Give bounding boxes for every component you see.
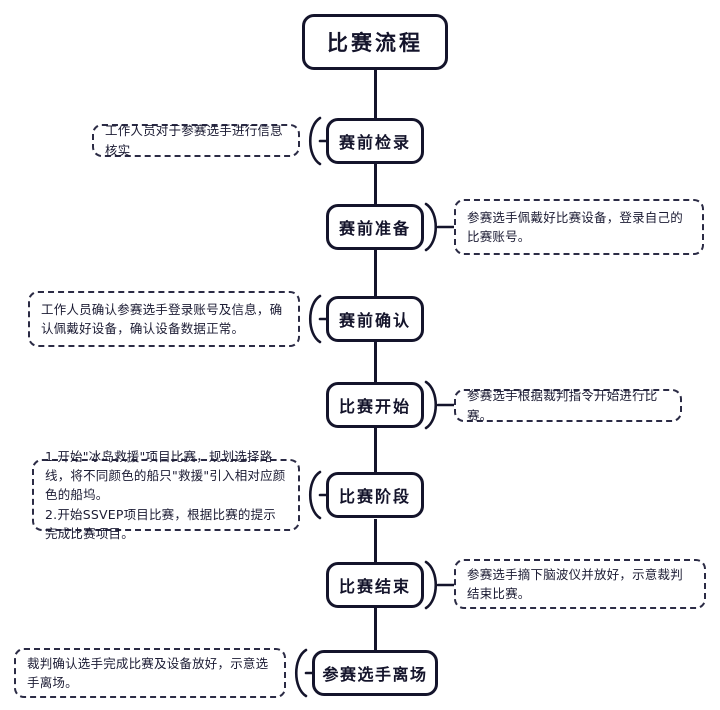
flow-node-leave-label: 参赛选手离场 bbox=[322, 665, 428, 684]
connector-title-to-pre-check bbox=[374, 68, 377, 120]
brace-right-pre-prep bbox=[424, 202, 456, 252]
note-pre-check-text: 工作人员对于参赛选手进行信息核实 bbox=[105, 123, 283, 158]
brace-left-leave bbox=[286, 648, 316, 698]
connector-race-start-to-race-phase bbox=[374, 427, 377, 475]
connector-race-end-to-leave bbox=[374, 607, 377, 651]
note-race-end: 参赛选手摘下脑波仪并放好，示意裁判结束比赛。 bbox=[454, 559, 706, 609]
note-pre-check: 工作人员对于参赛选手进行信息核实 bbox=[92, 123, 300, 158]
flow-node-leave[interactable]: 参赛选手离场 bbox=[312, 650, 438, 696]
note-pre-confirm-text: 工作人员确认参赛选手登录账号及信息，确认佩戴好设备，确认设备数据正常。 bbox=[41, 301, 283, 336]
brace-left-pre-confirm bbox=[300, 294, 330, 344]
note-race-end-text: 参赛选手摘下脑波仪并放好，示意裁判结束比赛。 bbox=[467, 566, 683, 601]
note-pre-confirm: 工作人员确认参赛选手登录账号及信息，确认佩戴好设备，确认设备数据正常。 bbox=[28, 291, 300, 347]
flow-title-node: 比赛流程 bbox=[302, 14, 448, 70]
connector-pre-prep-to-pre-confirm bbox=[374, 249, 377, 301]
brace-right-race-start bbox=[424, 380, 456, 430]
brace-left-race-phase bbox=[300, 470, 330, 520]
flow-node-pre-confirm-label: 赛前确认 bbox=[338, 311, 411, 330]
note-pre-prep: 参赛选手佩戴好比赛设备，登录自己的比赛账号。 bbox=[454, 199, 704, 255]
brace-left-pre-check bbox=[300, 116, 330, 166]
flow-node-pre-check-label: 赛前检录 bbox=[338, 133, 411, 152]
note-pre-prep-text: 参赛选手佩戴好比赛设备，登录自己的比赛账号。 bbox=[467, 209, 683, 244]
brace-right-race-end bbox=[424, 560, 456, 610]
flow-node-race-start-label: 比赛开始 bbox=[338, 397, 411, 416]
connector-pre-check-to-pre-prep bbox=[374, 163, 377, 205]
flow-node-pre-confirm[interactable]: 赛前确认 bbox=[326, 296, 424, 342]
note-race-phase-text: 1.开始"冰岛救援"项目比赛，规划选择路线，将不同颜色的船只"救援"引入相对应颜… bbox=[45, 448, 286, 542]
flow-node-race-end[interactable]: 比赛结束 bbox=[326, 562, 424, 608]
flow-node-race-start[interactable]: 比赛开始 bbox=[326, 382, 424, 428]
note-race-start-text: 参赛选手根据裁判指令开始进行比赛。 bbox=[467, 388, 658, 423]
flow-node-race-phase[interactable]: 比赛阶段 bbox=[326, 472, 424, 518]
note-leave-text: 裁判确认选手完成比赛及设备放好，示意选手离场。 bbox=[27, 655, 269, 690]
flow-title-label: 比赛流程 bbox=[327, 31, 423, 55]
connector-race-phase-to-race-end bbox=[374, 519, 377, 565]
flow-node-race-phase-label: 比赛阶段 bbox=[338, 487, 411, 506]
note-leave: 裁判确认选手完成比赛及设备放好，示意选手离场。 bbox=[14, 648, 286, 698]
note-race-start: 参赛选手根据裁判指令开始进行比赛。 bbox=[454, 388, 682, 423]
flow-node-race-end-label: 比赛结束 bbox=[338, 577, 411, 596]
note-race-phase: 1.开始"冰岛救援"项目比赛，规划选择路线，将不同颜色的船只"救援"引入相对应颜… bbox=[32, 449, 300, 541]
flow-node-pre-check[interactable]: 赛前检录 bbox=[326, 118, 424, 164]
connector-pre-confirm-to-race-start bbox=[374, 341, 377, 385]
flow-node-pre-prep[interactable]: 赛前准备 bbox=[326, 204, 424, 250]
flow-node-pre-prep-label: 赛前准备 bbox=[338, 219, 411, 238]
